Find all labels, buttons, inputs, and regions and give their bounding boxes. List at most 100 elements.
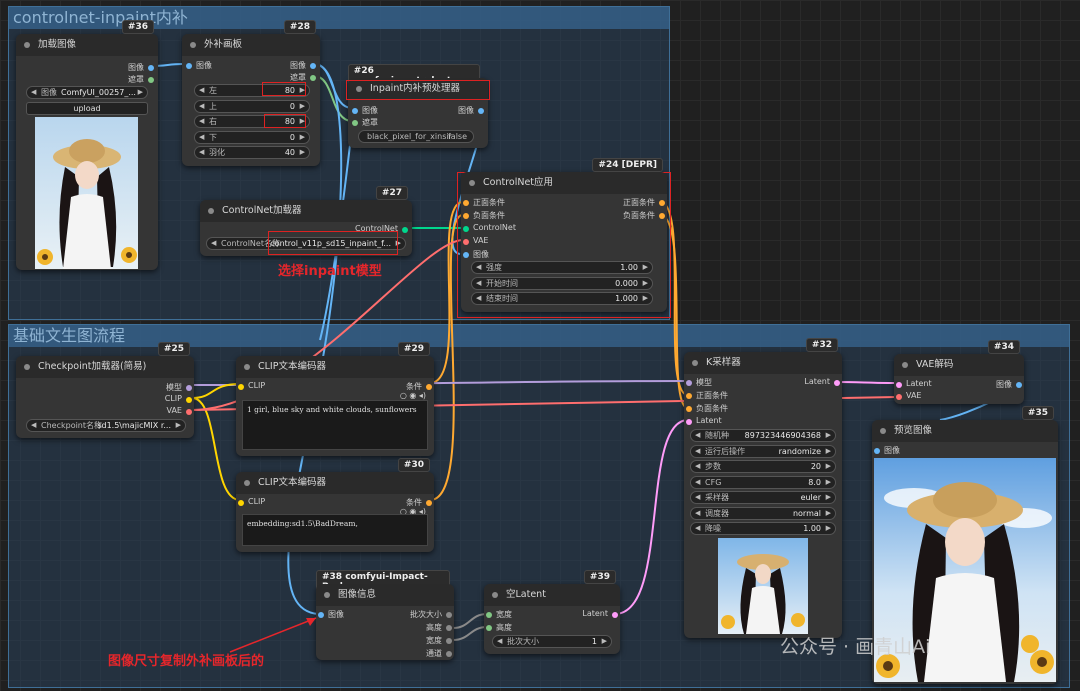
- node-title[interactable]: ControlNet应用: [461, 172, 667, 194]
- node-title[interactable]: 预览图像: [872, 420, 1058, 442]
- input-latent-port[interactable]: Latent: [896, 379, 932, 388]
- input-negative-port[interactable]: 负面条件: [686, 403, 728, 414]
- input-clip-port[interactable]: CLIP: [238, 381, 265, 390]
- node-title[interactable]: 外补画板: [182, 34, 320, 56]
- node-preview-image[interactable]: #35 预览图像 图像: [872, 406, 1058, 684]
- node-clip-positive[interactable]: #29 CLIP文本编码器 CLIP 条件 ○ ◉ ◂) 1 girl, blu…: [236, 342, 434, 456]
- node-image-info[interactable]: #38 comfyui-Impact-Pack 图像信息 图像 批次大小 高度 …: [316, 570, 454, 660]
- node-title[interactable]: 图像信息: [316, 584, 454, 606]
- node-vae-decode[interactable]: #34 VAE解码 Latent VAE 图像: [894, 340, 1024, 404]
- output-vae-port[interactable]: VAE: [167, 406, 192, 415]
- input-vae-port[interactable]: VAE: [896, 391, 922, 400]
- input-clip-port[interactable]: CLIP: [238, 497, 265, 506]
- node-clip-negative[interactable]: #30 CLIP文本编码器 CLIP 条件 ○ ◉ ◂) embedding:s…: [236, 458, 434, 552]
- input-image-port[interactable]: 图像: [186, 60, 212, 71]
- output-batch-port[interactable]: 批次大小: [410, 609, 452, 620]
- node-id-badge: #24 [DEPR]: [592, 158, 663, 172]
- output-width-port[interactable]: 宽度: [426, 635, 452, 646]
- output-negative-port[interactable]: 负面条件: [623, 210, 665, 221]
- node-title[interactable]: ControlNet加载器: [200, 200, 412, 222]
- textbox-controls[interactable]: ○ ◉ ◂): [399, 391, 426, 400]
- output-mask-port[interactable]: 遮罩: [290, 72, 316, 83]
- node-controlnet-apply[interactable]: #24 [DEPR] ControlNet应用 正面条件 负面条件 Contro…: [457, 158, 671, 318]
- output-channels-port[interactable]: 通道: [426, 648, 452, 659]
- input-mask-port[interactable]: 遮罩: [352, 117, 378, 128]
- node-title[interactable]: CLIP文本编码器: [236, 356, 434, 378]
- input-controlnet-port[interactable]: ControlNet: [463, 223, 516, 232]
- input-negative-port[interactable]: 负面条件: [463, 210, 505, 221]
- output-mask-port[interactable]: 遮罩: [128, 74, 154, 85]
- output-controlnet-port[interactable]: ControlNet: [355, 224, 408, 233]
- input-image-port[interactable]: 图像: [874, 445, 900, 456]
- node-title[interactable]: 加载图像: [16, 34, 158, 56]
- node-controlnet-loader[interactable]: #27 ControlNet加载器 ControlNet ◀ControlNet…: [200, 186, 412, 256]
- loaded-image-thumbnail: [35, 117, 138, 269]
- annotation-select-model: 选择inpaint模型: [278, 264, 382, 279]
- input-image-port[interactable]: 图像: [352, 105, 378, 116]
- node-id-badge: #30: [397, 458, 430, 472]
- node-ksampler[interactable]: #32 K采样器 模型 正面条件 负面条件 Latent Latent ◀随机种…: [684, 338, 842, 638]
- node-title[interactable]: Checkpoint加载器(简易): [16, 356, 194, 378]
- node-title[interactable]: 空Latent: [484, 584, 620, 606]
- input-image-port[interactable]: 图像: [463, 249, 489, 260]
- input-vae-port[interactable]: VAE: [463, 236, 489, 245]
- input-image-port[interactable]: 图像: [318, 609, 344, 620]
- black-pixel-toggle[interactable]: black_pixel_for_xinsir false: [358, 130, 474, 143]
- output-latent-port[interactable]: Latent: [582, 609, 618, 618]
- node-title[interactable]: CLIP文本编码器: [236, 472, 434, 494]
- output-image-port[interactable]: 图像: [128, 62, 154, 73]
- node-title-text: 预览图像: [894, 425, 933, 436]
- output-image-port[interactable]: 图像: [290, 60, 316, 71]
- output-positive-port[interactable]: 正面条件: [623, 197, 665, 208]
- output-image-port[interactable]: 图像: [996, 379, 1022, 390]
- input-model-port[interactable]: 模型: [686, 377, 712, 388]
- node-title-text: 外补画板: [204, 39, 243, 50]
- output-latent-port[interactable]: Latent: [804, 377, 840, 386]
- output-model-port[interactable]: 模型: [166, 382, 192, 393]
- textbox-controls[interactable]: ○ ◉ ◂): [399, 507, 426, 516]
- node-title[interactable]: Inpaint内补预处理器: [348, 78, 488, 100]
- node-title-text: CLIP文本编码器: [258, 361, 326, 372]
- input-width-port[interactable]: 宽度: [486, 609, 512, 620]
- output-conditioning-port[interactable]: 条件: [406, 497, 432, 508]
- output-conditioning-port[interactable]: 条件: [406, 381, 432, 392]
- input-positive-port[interactable]: 正面条件: [463, 197, 505, 208]
- output-clip-port[interactable]: CLIP: [165, 394, 192, 403]
- prompt-textarea[interactable]: 1 girl, blue sky and white clouds, sunfl…: [242, 400, 428, 450]
- node-title[interactable]: K采样器: [684, 352, 842, 374]
- highlight-box: [268, 231, 398, 255]
- prompt-textarea[interactable]: embedding:sd1.5\BadDream,: [242, 514, 428, 546]
- output-image-port[interactable]: 图像: [458, 105, 484, 116]
- input-positive-port[interactable]: 正面条件: [686, 390, 728, 401]
- input-latent-port[interactable]: Latent: [686, 416, 722, 425]
- node-id-badge: #32: [805, 338, 838, 352]
- output-height-port[interactable]: 高度: [426, 622, 452, 633]
- node-checkpoint-loader[interactable]: #25 Checkpoint加载器(简易) 模型 CLIP VAE ◀Check…: [16, 342, 194, 438]
- node-inpaint-preprocessor[interactable]: #26 comfyui_controlnet_aux Inpaint内补预处理器…: [346, 64, 490, 148]
- node-title[interactable]: VAE解码: [894, 354, 1024, 376]
- input-height-port[interactable]: 高度: [486, 622, 512, 633]
- upload-button[interactable]: upload: [26, 102, 148, 115]
